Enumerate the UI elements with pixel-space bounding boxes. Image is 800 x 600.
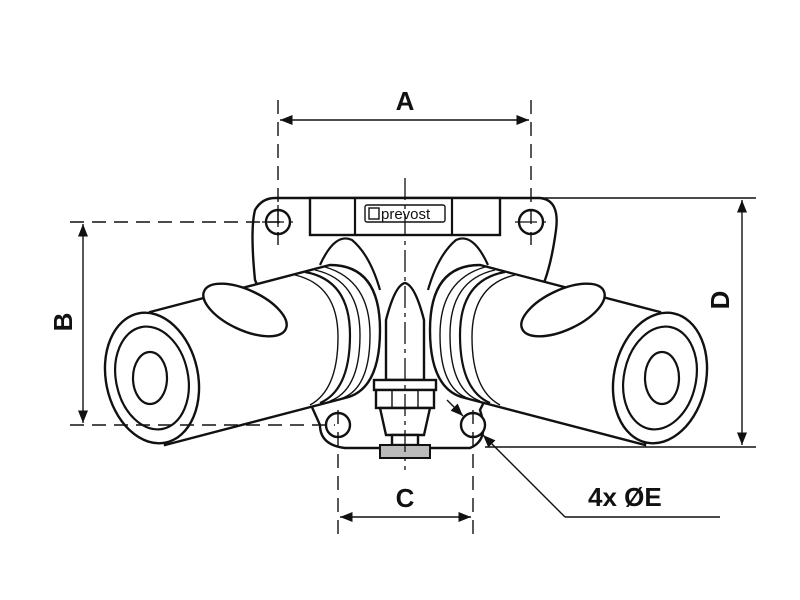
dimension-d: D: [485, 197, 756, 448]
dimension-c: C: [337, 410, 474, 540]
dimension-c-label: C: [396, 483, 415, 513]
dimension-a-label: A: [396, 86, 415, 116]
right-connector: [428, 263, 709, 447]
hole-diameter-callout: 4x ØE: [446, 399, 720, 518]
hole-callout-label: 4x ØE: [588, 482, 662, 512]
dimension-d-label: D: [705, 291, 735, 310]
dimension-b: B: [48, 221, 335, 426]
svg-text:prevost: prevost: [381, 206, 431, 223]
dimension-a: A: [277, 86, 532, 245]
dimension-b-label: B: [48, 313, 78, 332]
left-connector: [103, 263, 382, 447]
